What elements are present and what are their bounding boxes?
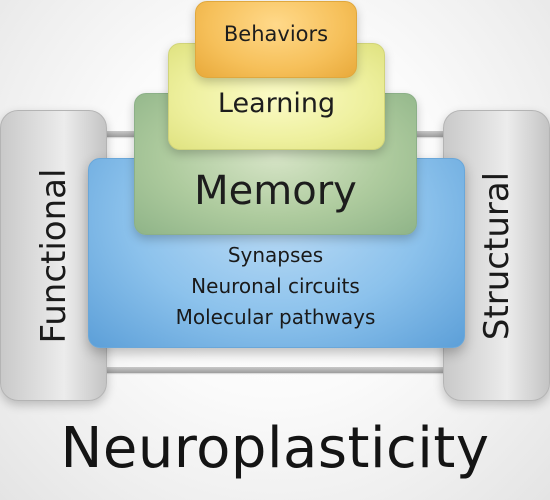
functional-pillar: Functional	[0, 110, 107, 401]
diagram-title: Neuroplasticity	[60, 416, 490, 481]
memory-label: Memory	[194, 168, 357, 214]
neuronal-circuits-label: Neuronal circuits	[191, 274, 360, 298]
behaviors-label: Behaviors	[223, 22, 329, 46]
molecular-pathways-label: Molecular pathways	[175, 305, 376, 329]
behaviors-tier: Behaviors	[195, 1, 357, 78]
learning-label: Learning	[217, 88, 336, 119]
bottom-rail	[100, 367, 450, 373]
functional-label: Functional	[33, 168, 74, 343]
synapses-label: Synapses	[227, 243, 324, 267]
base-text: Synapses Neuronal circuits Molecular pat…	[88, 240, 463, 333]
structural-label: Structural	[476, 171, 517, 340]
